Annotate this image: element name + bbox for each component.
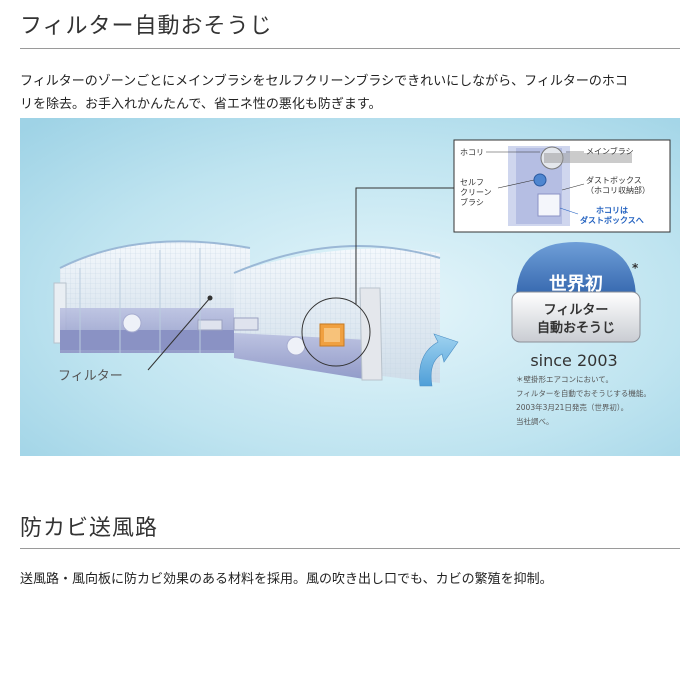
label-hokori: ホコリ bbox=[460, 148, 484, 157]
label-to-dust-box-1: ホコリは bbox=[596, 206, 628, 215]
section-title: フィルター自動おそうじ bbox=[20, 14, 273, 39]
world-first-badge: 世界初 * フィルター 自動おそうじ since 2003 bbox=[511, 242, 641, 370]
leader-line bbox=[355, 187, 454, 304]
label-main-brush: メインブラシ bbox=[586, 146, 634, 156]
divider bbox=[20, 548, 680, 549]
filter-unit-left bbox=[53, 240, 251, 353]
label-self-clean-3: ブラシ bbox=[460, 197, 484, 207]
description-line-1: フィルターのゾーンごとにメインブラシをセルフクリーンブラシできれいにしながら、フ… bbox=[20, 74, 628, 89]
description-line-2: リを除去。お手入れかんたんで、省エネ性の悪化も防ぎます。 bbox=[20, 97, 382, 112]
note-line-4: 当社調べ。 bbox=[516, 416, 554, 426]
label-dust-box-1: ダストボックス bbox=[586, 175, 642, 185]
product-illustration: フィルター ホコリ メインブラシ セルフ クリーン ブラシ ダストボックス （ホ… bbox=[20, 118, 680, 456]
badge-line-1: フィルター bbox=[544, 303, 609, 318]
section-description: 送風路・風向板に防カビ効果のある材料を採用。風の吹き出し口でも、カビの繁殖を抑制… bbox=[20, 572, 553, 587]
badge-asterisk: * bbox=[632, 261, 639, 275]
badge-world-first: 世界初 bbox=[549, 273, 603, 295]
filter-leader-line bbox=[147, 297, 211, 371]
label-dust-box-2: （ホコリ収納部） bbox=[586, 185, 650, 195]
callout-box: ホコリ メインブラシ セルフ クリーン ブラシ ダストボックス （ホコリ収納部）… bbox=[453, 139, 671, 233]
note-line-2: フィルターを自動でおそうじする機能。 bbox=[516, 388, 651, 398]
section-description: フィルターのゾーンごとにメインブラシをセルフクリーンブラシできれいにしながら、フ… bbox=[20, 70, 680, 116]
badge-since: since 2003 bbox=[530, 351, 617, 370]
filter-label: フィルター bbox=[58, 369, 123, 384]
note-line-3: 2003年3月21日発売（世界初）。 bbox=[516, 402, 628, 412]
footnote-block: ＊壁掛形エアコンにおいて。 フィルターを自動でおそうじする機能。 2003年3月… bbox=[516, 374, 651, 426]
section-title: 防カビ送風路 bbox=[20, 516, 159, 541]
label-self-clean-1: セルフ bbox=[460, 178, 484, 187]
divider bbox=[20, 48, 680, 49]
label-to-dust-box-2: ダストボックスへ bbox=[580, 215, 644, 225]
label-self-clean-2: クリーン bbox=[460, 188, 492, 197]
badge-line-2: 自動おそうじ bbox=[537, 320, 615, 336]
zoom-circle bbox=[301, 297, 371, 367]
note-line-1: ＊壁掛形エアコンにおいて。 bbox=[516, 374, 613, 384]
filter-unit-right bbox=[233, 245, 441, 383]
illustration-canvas: フィルター ホコリ メインブラシ セルフ クリーン ブラシ ダストボックス （ホ… bbox=[20, 118, 680, 456]
curved-arrow-icon bbox=[419, 333, 459, 387]
